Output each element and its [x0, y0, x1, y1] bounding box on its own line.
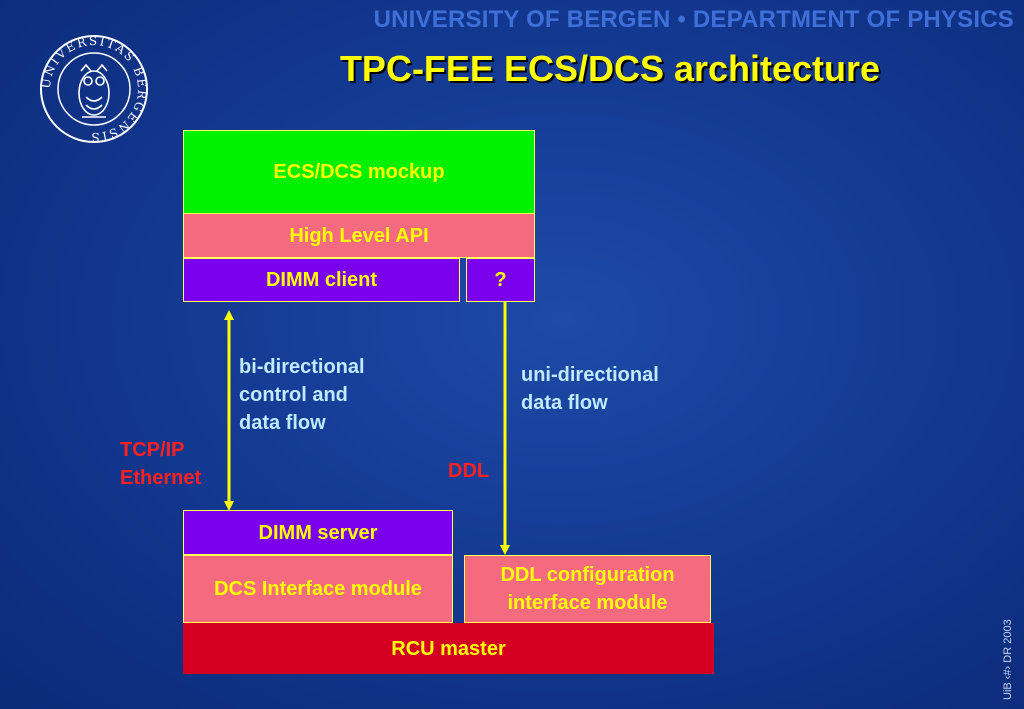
slide-title: TPC-FEE ECS/DCS architecture — [339, 48, 881, 89]
bidirectional-note-line: bi-directional — [239, 356, 365, 378]
rcu-master-label: RCU master — [391, 637, 506, 660]
dcs-interface-module-label: DCS Interface module — [214, 578, 422, 600]
seal-text: UNIVERSITAS BERGENSIS — [39, 34, 148, 144]
unidirectional-note: uni-directional data flow — [521, 361, 659, 417]
bidirectional-note-line: control and — [239, 384, 348, 406]
ddl-configuration-module-line: interface module — [507, 592, 668, 614]
university-header: UNIVERSITY OF BERGEN • DEPARTMENT OF PHY… — [373, 6, 1014, 33]
tcp-ip-label: TCP/IP Ethernet — [120, 436, 201, 492]
unknown-component-label: ? — [494, 269, 507, 291]
high-level-api-label: High Level API — [289, 224, 429, 247]
unidirectional-note-line: data flow — [521, 392, 608, 414]
dimm-client-box: DIMM client — [183, 258, 460, 302]
tcp-ip-line: Ethernet — [120, 467, 202, 489]
svg-text:UNIVERSITAS BERGENSIS: UNIVERSITAS BERGENSIS — [39, 34, 150, 144]
ecs-dcs-mockup-box: ECS/DCS mockup — [183, 130, 535, 214]
footer-credit: UiB ‹#› DR 2003 — [1002, 619, 1014, 700]
bidirectional-note-line: data flow — [239, 412, 326, 434]
dcs-interface-module-box: DCS Interface module — [183, 555, 453, 623]
university-seal-icon: UNIVERSITAS BERGENSIS — [39, 34, 150, 144]
unidirectional-note-line: uni-directional — [521, 364, 659, 386]
ddl-label: DDL — [448, 460, 490, 482]
tcp-ip-line: TCP/IP — [120, 439, 185, 461]
high-level-api-box: High Level API — [183, 213, 535, 258]
dimm-server-label: DIMM server — [258, 521, 378, 544]
bidirectional-note: bi-directional control and data flow — [239, 353, 365, 437]
rcu-master-box: RCU master — [183, 623, 714, 674]
ddl-configuration-module-line: DDL configuration — [500, 564, 675, 586]
ecs-dcs-mockup-label: ECS/DCS mockup — [273, 161, 445, 183]
ddl-configuration-module-box: DDL configuration interface module — [464, 555, 711, 623]
unknown-component-box: ? — [466, 258, 535, 302]
dimm-client-label: DIMM client — [265, 269, 378, 291]
dimm-server-box: DIMM server — [183, 510, 453, 555]
